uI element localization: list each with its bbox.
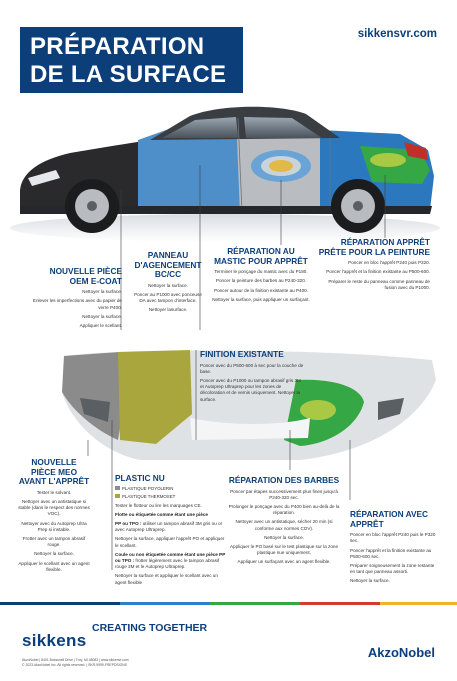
step-text: Nettoyer la surface. [148, 282, 188, 288]
step-text: Appliquer le scellant avec un agent flex… [18, 560, 90, 572]
step-text: Nettoyer la surface. [34, 551, 74, 557]
step-text: Poncer en bloc l'apprêt P240 puis P320. [348, 260, 430, 266]
legend-item: PLASTIQUE POYOLERIN [115, 486, 227, 492]
step-text: Poncer par étapes successivement plus fi… [230, 488, 338, 500]
section-avec-appret: RÉPARATION AVEC APPRÊT Poncer en bloc l'… [350, 509, 436, 585]
step-text: utiliser un tampon abrasif 3M gris ou or… [115, 521, 223, 533]
bumper-green-patch [300, 400, 336, 420]
step-text: Appliquer le PO basé sur le test plastiq… [229, 544, 338, 556]
section-finition: FINITION EXISTANTE Poncer avec du P500-6… [200, 349, 304, 403]
legend-item: PLASTIQUE THERMOSET [115, 494, 227, 500]
legend-label: PLASTIQUE POYOLERIN [122, 485, 174, 491]
bumper-illustration [62, 350, 436, 460]
bumper-fog-right [378, 398, 404, 420]
bumper-leader-lines [87, 350, 351, 570]
front-wheel [65, 179, 119, 233]
rear-wheel [331, 179, 385, 233]
tail-light [404, 142, 428, 160]
section-title: PANNEAU D'AGENCEMENT BC/CC [134, 250, 202, 280]
section-barbes: RÉPARATION DES BARBES Poncer par étapes … [228, 475, 340, 566]
footer-tagline: CREATING TOGETHER [92, 622, 208, 634]
bumper-grille [190, 418, 310, 440]
step-text: Poncer la peinture des barbes au P240-32… [215, 278, 307, 284]
car-front-ecoat [20, 140, 150, 214]
bumper-fog-left [80, 398, 110, 422]
car-illustration [20, 106, 434, 233]
step-text: Poncer l'apprêt et la finition existante… [326, 269, 430, 275]
step-text: Nettoyer lasurface. [148, 307, 188, 313]
step-text: Tester le solvant. [36, 489, 72, 495]
car-rocker [20, 206, 432, 214]
footer-rights: © 2023 AkzoNobel Inc. All rights reserve… [22, 663, 127, 667]
legend-swatch-gray [115, 486, 120, 491]
section-appret-peinture: RÉPARATION APPRÊT PRÊTE POUR LA PEINTURE… [318, 237, 430, 291]
step-text: Poncer au P1000 avec ponceuse DA avec ta… [134, 291, 202, 304]
section-mastic: RÉPARATION AU MASTIC POUR APPRÊT Termine… [212, 246, 310, 303]
step-text: Nettoyer avec un antistatique si stable … [18, 498, 90, 517]
akzonobel-logo: AkzoNobel [367, 645, 435, 660]
step-text: Appliquer le scellant. [79, 323, 122, 328]
headlight [28, 170, 60, 186]
step-text: Nettoyer la surface, puis appliquer un s… [212, 296, 310, 302]
section-plastic: PLASTIC NU PLASTIQUE POYOLERIN PLASTIQUE… [115, 473, 227, 586]
step-text: Préparer soigneusement la zone restante … [350, 563, 435, 575]
step-text: Nettoyer avec un antistatique, sécher 20… [235, 519, 333, 531]
section-meo: NOUVELLE PIÈCE MEO AVANT L'APPRÊT Tester… [18, 457, 90, 573]
bumper-gray-section [62, 352, 128, 440]
section-title: RÉPARATION APPRÊT PRÊTE POUR LA PEINTURE [318, 237, 430, 257]
step-heading: Flotte ou étiquetée comme étant une pièc… [115, 511, 208, 517]
mastic-ring-inner [269, 160, 293, 172]
step-text: Enlever les imperfections avec du papier… [32, 298, 122, 310]
car-shadow [10, 214, 440, 242]
step-text: Préparer le reste du panneau comme panne… [328, 278, 430, 290]
car-rear-patch [370, 153, 406, 167]
section-title: FINITION EXISTANTE [200, 349, 284, 359]
step-text: Poncer avec du P1000 ou tampon abrasif g… [200, 378, 301, 402]
step-text: Nettoyer la surface. [350, 578, 390, 584]
section-panneau-bccc: PANNEAU D'AGENCEMENT BC/CC Nettoyer la s… [132, 250, 204, 314]
step-text: frotter légèrement avec le tampon abrasi… [115, 558, 220, 570]
section-title: RÉPARATION AU MASTIC POUR APPRÊT [214, 246, 308, 266]
section-title: NOUVELLE PIÈCE MEO AVANT L'APPRÊT [18, 457, 90, 487]
legend-label: PLASTIQUE THERMOSET [122, 493, 176, 499]
step-text: Poncer en bloc l'apprêt P240 puis le P32… [350, 532, 436, 544]
step-text: Appliquer un surfaçant avec un agent fle… [237, 559, 331, 565]
sikkens-logo: sikkens [22, 631, 87, 650]
section-title: RÉPARATION AVEC APPRÊT [350, 509, 429, 529]
door-seam-1 [237, 117, 243, 213]
step-text: Nettoyer la surface. [82, 313, 122, 319]
section-title: NOUVELLE PIÈCE OEM E-COAT [49, 266, 122, 286]
car-front-window [162, 117, 238, 138]
section-title: RÉPARATION DES BARBES [228, 475, 340, 485]
website-link[interactable]: sikkensvr.com [357, 28, 437, 40]
bumper-olive-section [118, 350, 192, 444]
car-leader-lines [120, 165, 386, 330]
page-title-line-2: DE LA SURFACE [30, 61, 227, 88]
car-rear-window [244, 117, 322, 138]
step-text: Prolonger le ponçage avec du P400 bien a… [228, 504, 340, 516]
step-text: Poncer l'apprêt et la finition existante… [350, 547, 432, 559]
footer-address: AkzoNobel | 8401 Bosssnell Drive | Troy,… [22, 658, 129, 662]
step-text: Poncer avec du P500-600 à sec pour la co… [200, 362, 304, 374]
step-heading: Coule ou non étiquetée comme étant une p… [115, 551, 226, 564]
step-text: Tester le flotteur ou lire les marquages… [115, 502, 202, 508]
brand-stripe [0, 602, 457, 605]
title-banner: PRÉPARATION DE LA SURFACE [20, 27, 243, 93]
step-text: Terminer le ponçage du mastic avec du P1… [214, 269, 308, 275]
step-text: Frotter avec un tampon abrasif rouge. [22, 536, 86, 548]
step-text: Nettoyer la surface. [264, 534, 304, 540]
step-text: Nettoyer la surface. [82, 289, 122, 295]
step-text: Nettoyer la surface, appliquer l'apprêt … [115, 536, 225, 548]
page-title-line-1: PRÉPARATION [30, 33, 205, 60]
step-heading: PP ou TPO : [115, 521, 142, 526]
legend-swatch-olive [115, 494, 120, 499]
step-text: Poncer autour de la finition existante a… [214, 287, 308, 293]
section-oem-ecoat: NOUVELLE PIÈCE OEM E-COAT Nettoyer la su… [30, 266, 122, 329]
step-text: Nettoyer la surface et appliquer le scel… [115, 573, 218, 585]
step-text: Nettoyer avec du Autoprep Ultra Prep si … [21, 520, 87, 532]
section-title: PLASTIC NU [115, 473, 165, 483]
